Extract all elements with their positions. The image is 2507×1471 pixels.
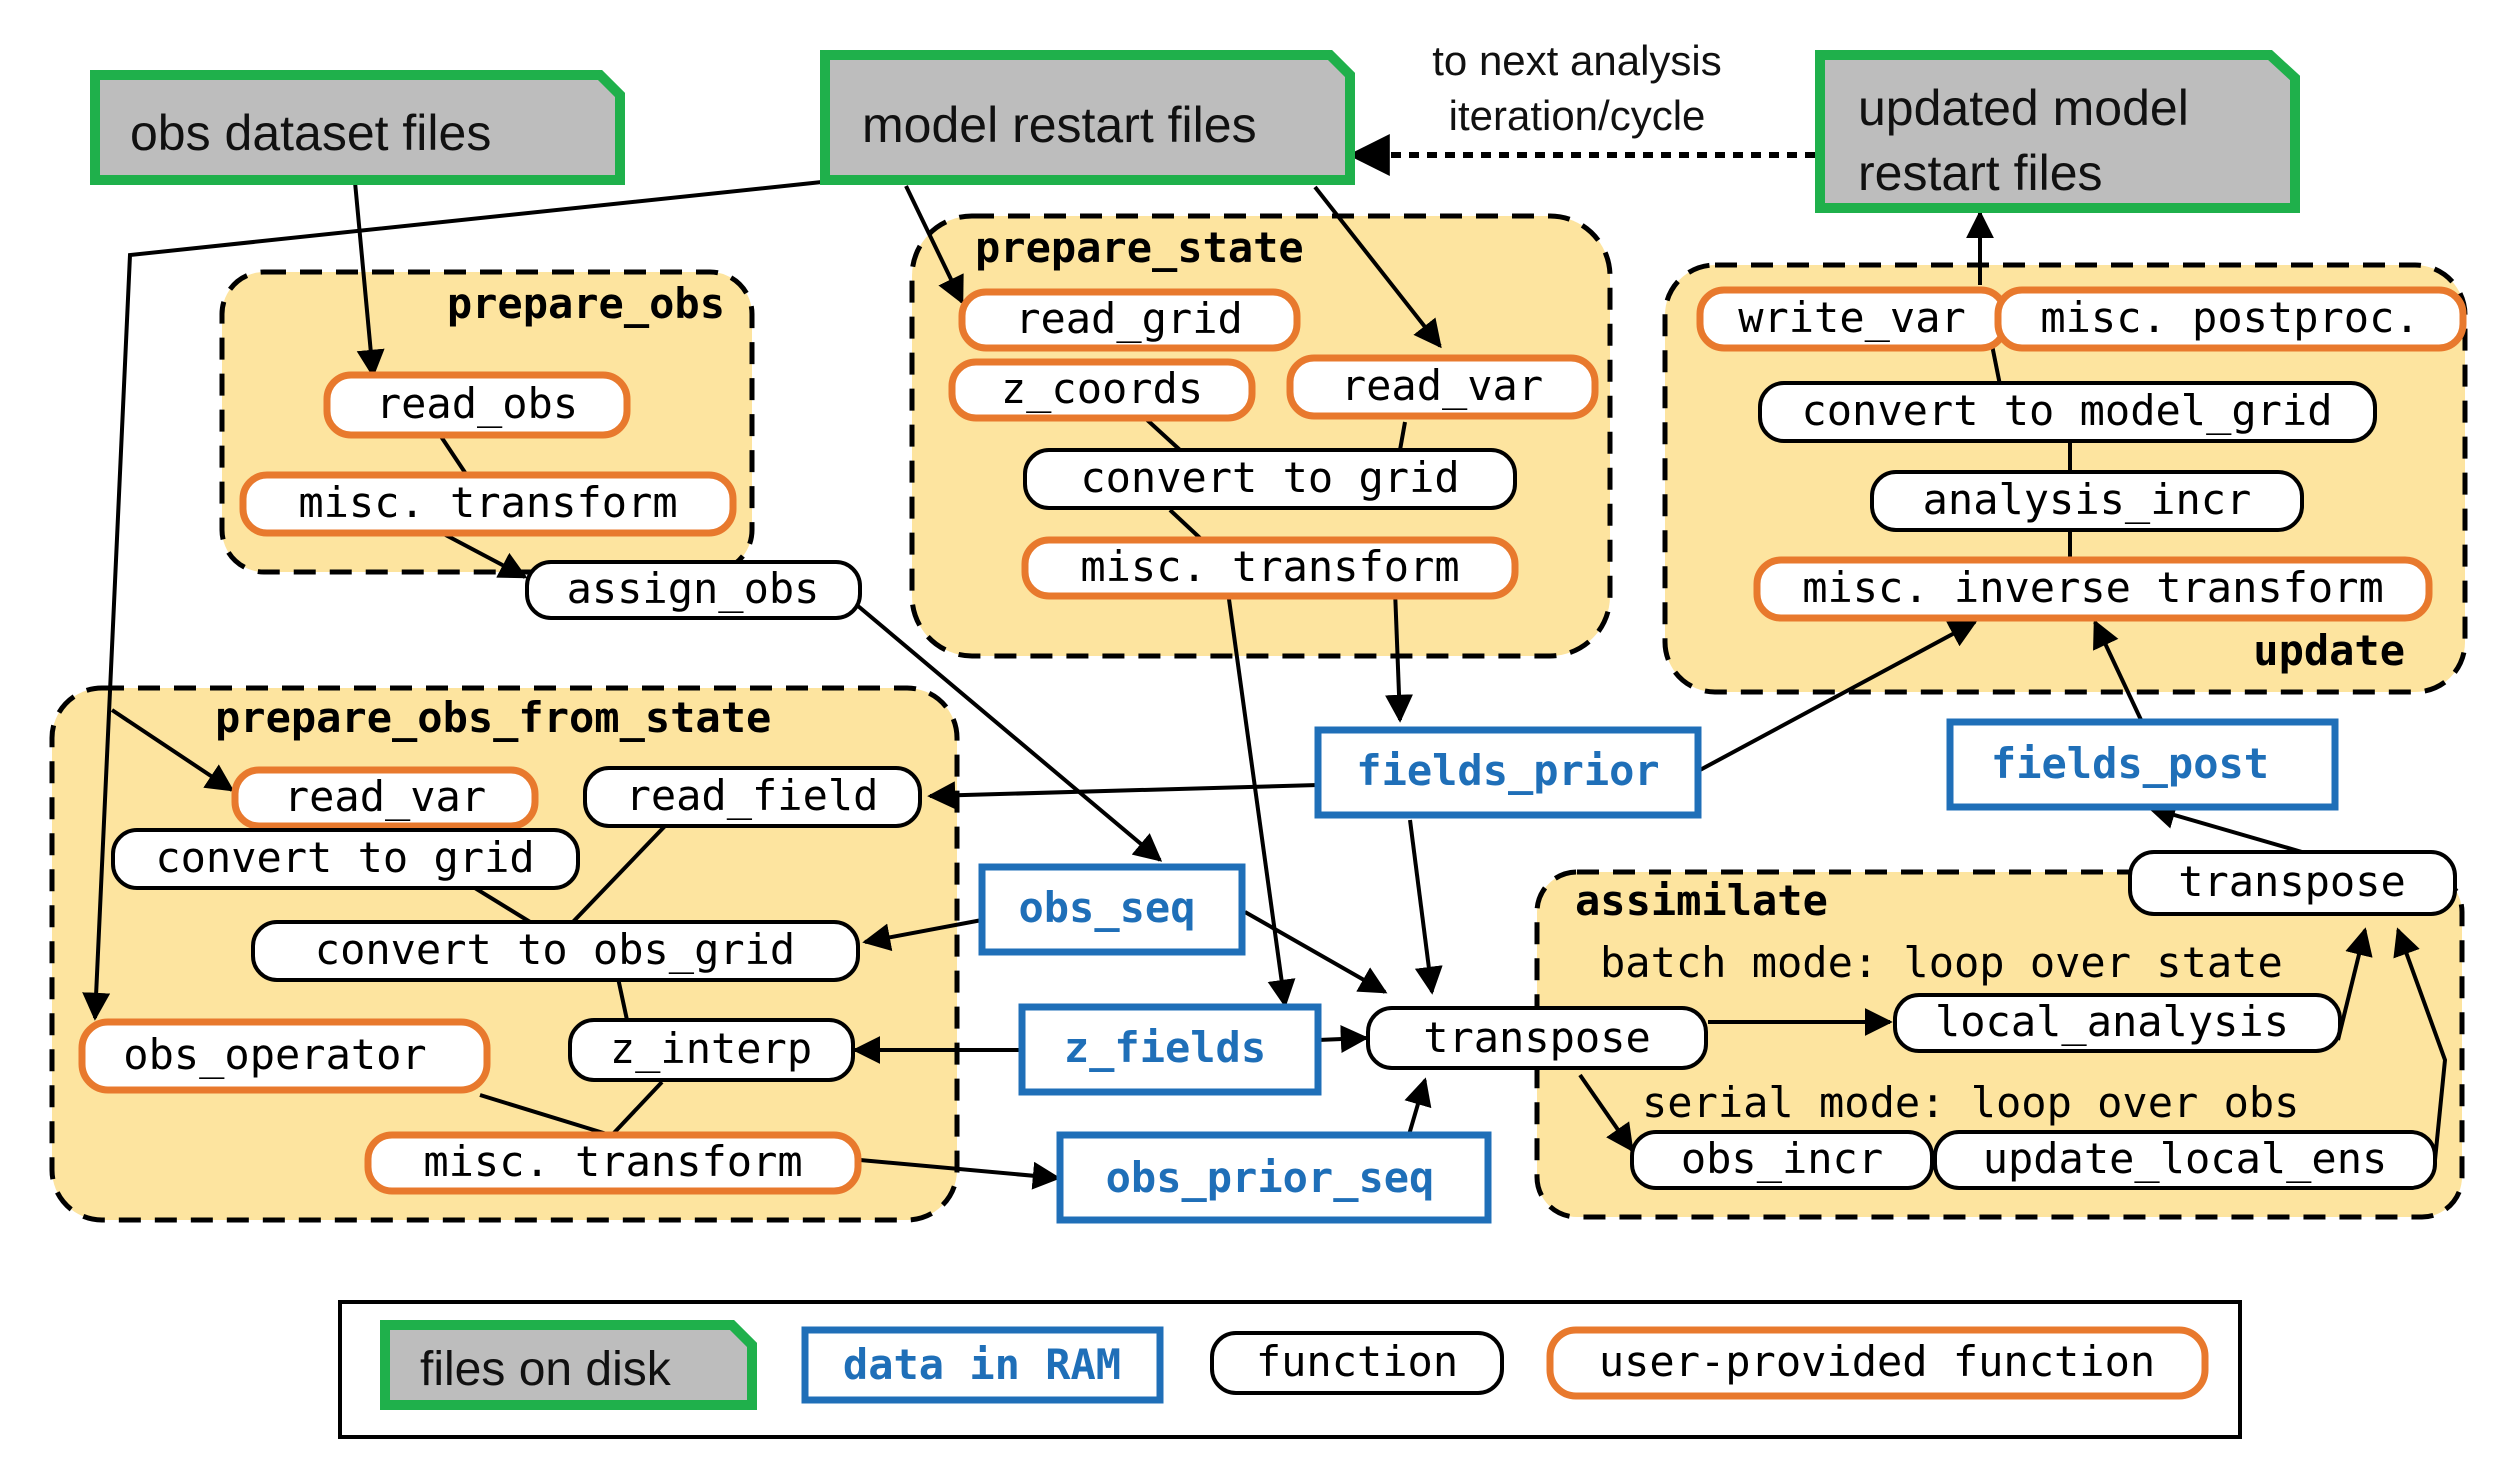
svg-text:transpose: transpose [1423, 1013, 1651, 1062]
fn-convert-to-grid-state: convert to grid [1023, 448, 1517, 510]
ram-fields-prior: fields_prior [1314, 726, 1702, 819]
file-model-restart: model restart files [820, 50, 1355, 185]
next-iteration-note-line2: iteration/cycle [1449, 92, 1706, 139]
svg-text:function: function [1256, 1337, 1458, 1386]
svg-text:read_grid: read_grid [1015, 294, 1243, 343]
svg-text:fields_post: fields_post [1991, 739, 2269, 788]
svg-text:user-provided function: user-provided function [1599, 1337, 2155, 1386]
file-model-restart-label: model restart files [862, 97, 1257, 153]
fn-obs-operator: obs_operator [78, 1018, 491, 1094]
fn-convert-to-grid-ofs: convert to grid [111, 828, 580, 890]
svg-text:misc. transform: misc. transform [298, 478, 677, 527]
group-label-prepare-state: prepare_state [975, 223, 1304, 272]
svg-text:fields_prior: fields_prior [1356, 746, 1659, 795]
legend: files on disk data in RAM function user-… [338, 1300, 2242, 1439]
file-obs-dataset-label: obs dataset files [130, 105, 491, 161]
svg-text:write_var: write_var [1738, 293, 1966, 342]
fn-convert-to-model-grid: convert to model_grid [1758, 381, 2377, 443]
svg-text:read_var: read_var [1341, 361, 1543, 410]
fn-transpose-right: transpose [2128, 850, 2457, 916]
svg-text:z_fields: z_fields [1064, 1023, 1266, 1072]
svg-text:misc. inverse transform: misc. inverse transform [1802, 563, 2384, 612]
svg-text:z_coords: z_coords [1001, 364, 1203, 413]
svg-text:obs_incr: obs_incr [1681, 1134, 1883, 1183]
fn-misc-postproc: misc. postproc. [1994, 286, 2467, 352]
svg-text:read_field: read_field [626, 771, 879, 820]
fn-misc-transform-ofs: misc. transform [364, 1131, 862, 1195]
group-label-prepare-obs: prepare_obs [447, 279, 725, 328]
svg-text:obs_seq: obs_seq [1018, 883, 1195, 932]
svg-text:misc. postproc.: misc. postproc. [2040, 293, 2419, 342]
ram-fields-post: fields_post [1946, 718, 2339, 811]
ram-z-fields: z_fields [1018, 1003, 1322, 1096]
group-label-assimilate: assimilate [1575, 876, 1828, 925]
svg-text:z_interp: z_interp [610, 1024, 812, 1073]
svg-text:misc. transform: misc. transform [1080, 542, 1459, 591]
fn-analysis-incr: analysis_incr [1870, 470, 2304, 532]
legend-function: function [1210, 1331, 1504, 1395]
svg-text:analysis_incr: analysis_incr [1923, 475, 2252, 524]
ram-obs-prior-seq: obs_prior_seq [1056, 1131, 1492, 1224]
fn-assign-obs: assign_obs [525, 560, 862, 620]
file-updated-restart: updated model restart files [1815, 50, 2300, 213]
svg-text:files on disk: files on disk [420, 1343, 672, 1396]
next-iteration-note-line1: to next analysis [1432, 37, 1722, 84]
fn-update-local-ens: update_local_ens [1933, 1130, 2437, 1190]
fn-local-analysis: local_analysis [1893, 993, 2342, 1053]
fn-misc-inverse-transform: misc. inverse transform [1753, 556, 2433, 622]
fn-read-obs: read_obs [323, 371, 631, 439]
legend-user-provided-function: user-provided function [1546, 1326, 2209, 1400]
svg-text:obs_operator: obs_operator [123, 1030, 426, 1079]
connectors [82, 134, 2448, 1190]
fn-convert-to-obs-grid: convert to obs_grid [251, 920, 860, 982]
svg-text:update_local_ens: update_local_ens [1983, 1134, 2388, 1183]
fn-read-var-ofs: read_var [231, 766, 539, 830]
file-updated-restart-line1: updated model [1858, 80, 2189, 136]
ram-obs-seq: obs_seq [978, 863, 1246, 956]
svg-text:data in RAM: data in RAM [843, 1340, 1121, 1389]
svg-text:assign_obs: assign_obs [567, 564, 820, 613]
svg-text:convert to grid: convert to grid [1080, 453, 1459, 502]
fn-obs-incr: obs_incr [1630, 1130, 1934, 1190]
svg-text:read_obs: read_obs [376, 379, 578, 428]
svg-text:obs_prior_seq: obs_prior_seq [1106, 1153, 1435, 1202]
svg-text:read_var: read_var [284, 772, 486, 821]
fn-misc-transform-obs: misc. transform [239, 471, 737, 537]
svg-text:convert to model_grid: convert to model_grid [1801, 386, 2332, 435]
fn-read-field: read_field [583, 766, 922, 828]
legend-files-on-disk: files on disk [380, 1320, 757, 1410]
fn-read-grid: read_grid [958, 288, 1301, 352]
file-obs-dataset: obs dataset files [90, 70, 625, 185]
svg-text:convert to grid: convert to grid [155, 833, 534, 882]
serial-mode-label: serial mode: loop over obs [1642, 1078, 2299, 1127]
fn-write-var: write_var [1696, 286, 2009, 352]
file-updated-restart-line2: restart files [1858, 145, 2103, 201]
legend-data-in-ram: data in RAM [801, 1326, 1164, 1404]
svg-text:local_analysis: local_analysis [1935, 997, 2289, 1046]
fn-transpose-center: transpose [1366, 1006, 1708, 1070]
svg-text:misc. transform: misc. transform [423, 1137, 802, 1186]
batch-mode-label: batch mode: loop over state [1600, 938, 2283, 987]
svg-text:transpose: transpose [2178, 857, 2406, 906]
fn-z-coords: z_coords [948, 358, 1256, 422]
fn-misc-transform-state: misc. transform [1021, 536, 1519, 600]
group-label-update: update [2253, 626, 2405, 675]
svg-text:convert to obs_grid: convert to obs_grid [315, 925, 795, 974]
group-label-prepare-obs-from-state: prepare_obs_from_state [215, 693, 771, 742]
fn-read-var-state: read_var [1286, 354, 1599, 420]
fn-z-interp: z_interp [568, 1018, 855, 1082]
